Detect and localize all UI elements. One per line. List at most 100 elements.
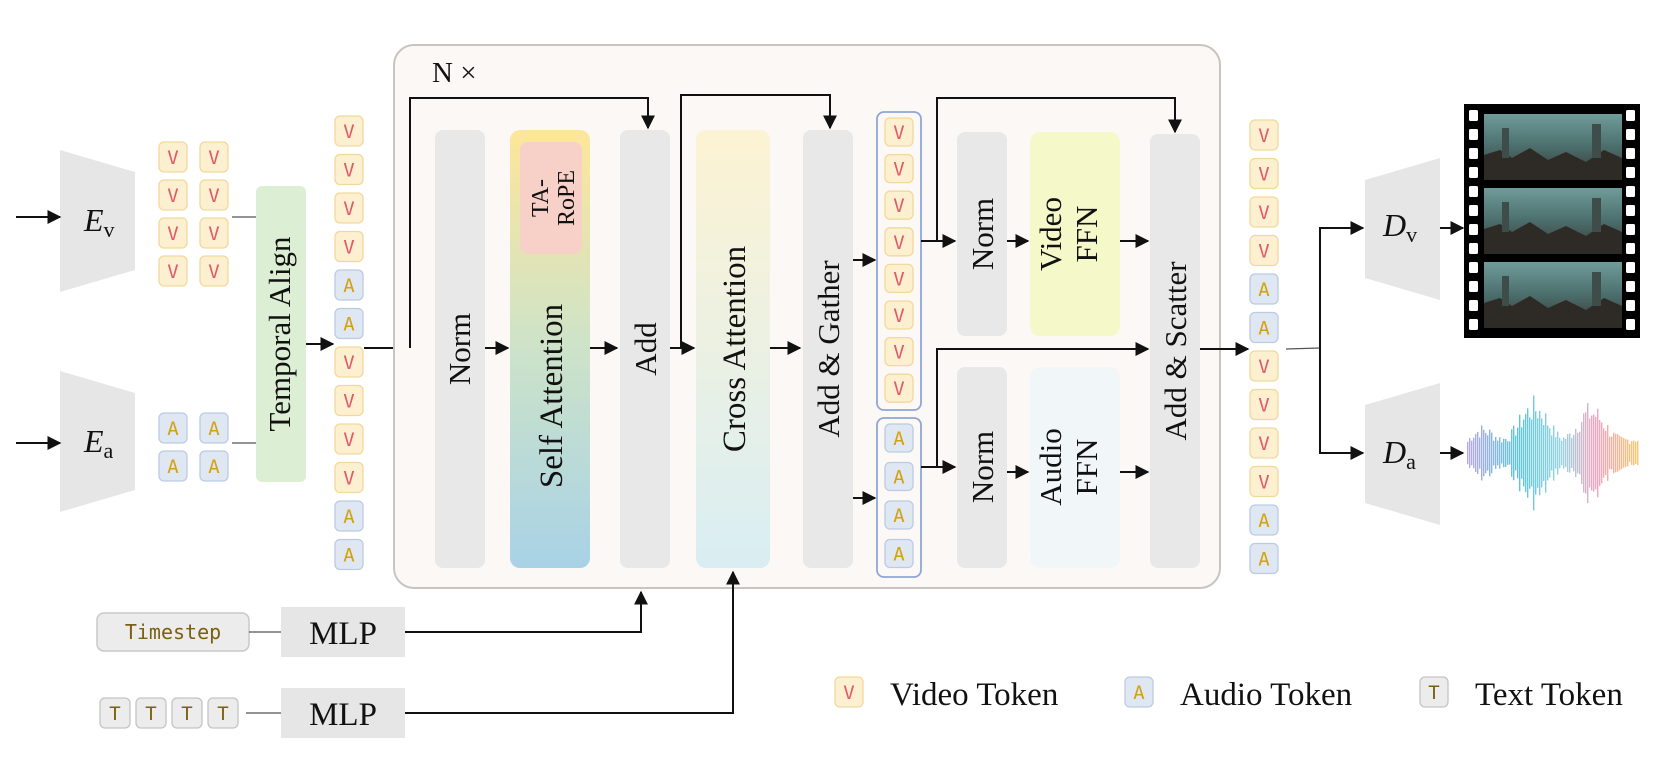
video-token-letter: V <box>343 429 354 451</box>
video-norm-label: Norm <box>965 198 1000 270</box>
video-decoder: Dv <box>1365 158 1440 300</box>
text-token: T <box>171 697 203 729</box>
video-norm-block: Norm <box>957 132 1007 336</box>
self-attention-label: Self Attention <box>534 304 570 488</box>
video-token-letter: V <box>208 261 219 283</box>
video-token-group <box>876 111 922 411</box>
video-token-letter: V <box>343 160 354 182</box>
cross-attention-label: Cross Attention <box>717 246 753 452</box>
legend-video-label: Video Token <box>890 677 1058 713</box>
audio-ffn-block: Audio FFN <box>1030 367 1120 568</box>
svg-text:Ev: Ev <box>83 202 115 242</box>
video-token: V <box>1249 465 1279 498</box>
video-token-letter: V <box>343 198 354 220</box>
audio-encoder-sub: a <box>104 438 114 463</box>
audio-ffn-line1: Audio <box>1033 428 1068 506</box>
self-attention-block: Self Attention TA- RoPE <box>510 130 590 568</box>
audio-token: A <box>1124 676 1154 708</box>
timestep-mlp-block: MLP <box>281 607 405 657</box>
video-token-letter: V <box>343 352 354 374</box>
audio-token-letter: A <box>343 506 355 528</box>
video-token: V <box>334 384 364 417</box>
legend-audio-label: Audio Token <box>1180 677 1352 713</box>
video-token-letter: V <box>208 223 219 245</box>
audio-token-letter: A <box>167 418 179 440</box>
audio-token: A <box>884 500 914 530</box>
audio-token-letter: A <box>1258 510 1270 532</box>
svg-text:Da: Da <box>1382 434 1416 474</box>
text-token-letter: T <box>109 703 120 725</box>
timestep-label: Timestep <box>125 620 221 644</box>
video-token: V <box>1249 196 1279 228</box>
video-token: V <box>334 153 364 186</box>
video-frame-1 <box>1484 114 1622 180</box>
timestep-mlp-label: MLP <box>309 616 377 652</box>
video-output-filmstrip <box>1464 104 1640 338</box>
video-token: V <box>158 217 188 249</box>
audio-token-letter: A <box>1258 279 1270 301</box>
video-token: V <box>158 141 188 173</box>
video-token: V <box>884 263 914 294</box>
text-token: T <box>135 697 167 729</box>
video-token: V <box>1249 234 1279 267</box>
video-token: V <box>199 141 229 173</box>
audio-decoder-sub: a <box>1406 449 1416 474</box>
audio-token-letter: A <box>1258 318 1270 340</box>
audio-token: A <box>1249 504 1279 536</box>
video-token: V <box>334 346 364 378</box>
video-token-letter: V <box>1258 241 1269 263</box>
video-token: V <box>1249 119 1279 151</box>
video-token: V <box>158 255 188 287</box>
audio-token: A <box>199 450 229 482</box>
ta-rope-line1: TA- <box>528 179 554 217</box>
video-token-letter: V <box>343 237 354 259</box>
ta-rope-block: TA- RoPE <box>520 142 582 254</box>
video-token-letter: V <box>167 147 178 169</box>
audio-norm-block: Norm <box>957 367 1007 568</box>
video-token: V <box>884 300 914 330</box>
svg-text:Ea: Ea <box>83 423 114 463</box>
video-token-letter: V <box>1258 433 1269 455</box>
video-token-letter: V <box>1258 202 1269 224</box>
video-token: V <box>884 373 914 403</box>
video-token-letter: V <box>343 391 354 413</box>
norm-label: Norm <box>442 313 477 385</box>
video-token-letter: V <box>1258 356 1269 378</box>
video-token-letter: V <box>893 195 904 217</box>
video-token: V <box>334 230 364 263</box>
video-token-letter: V <box>167 185 178 207</box>
text-token-letter: T <box>145 703 156 725</box>
video-token: V <box>1249 157 1279 190</box>
video-decoder-sub: v <box>1406 222 1417 247</box>
video-token: V <box>1249 350 1279 382</box>
video-encoder-symbol: E <box>83 202 104 238</box>
audio-token: A <box>158 412 188 444</box>
video-token-letter: V <box>893 159 904 181</box>
video-token-letter: V <box>1258 164 1269 186</box>
norm-block: Norm <box>435 130 485 568</box>
add-block: Add <box>620 130 670 568</box>
video-token-letter: V <box>167 261 178 283</box>
video-token-letter: V <box>893 268 904 290</box>
video-token: V <box>199 217 229 249</box>
video-token: V <box>1249 388 1279 421</box>
repeat-count-label: N × <box>432 57 477 89</box>
video-token-letter: V <box>893 342 904 364</box>
audio-token-letter: A <box>893 467 905 489</box>
add-scatter-block: Add & Scatter <box>1150 134 1200 568</box>
video-token: V <box>1249 427 1279 459</box>
video-token-letter: V <box>893 232 904 254</box>
audio-decoder-symbol: D <box>1382 434 1406 470</box>
audio-token: A <box>334 500 364 532</box>
audio-ffn-line2: FFN <box>1069 439 1104 496</box>
timestep-input: Timestep <box>96 612 250 652</box>
audio-token-letter: A <box>893 505 905 527</box>
audio-token-letter: A <box>167 456 179 478</box>
